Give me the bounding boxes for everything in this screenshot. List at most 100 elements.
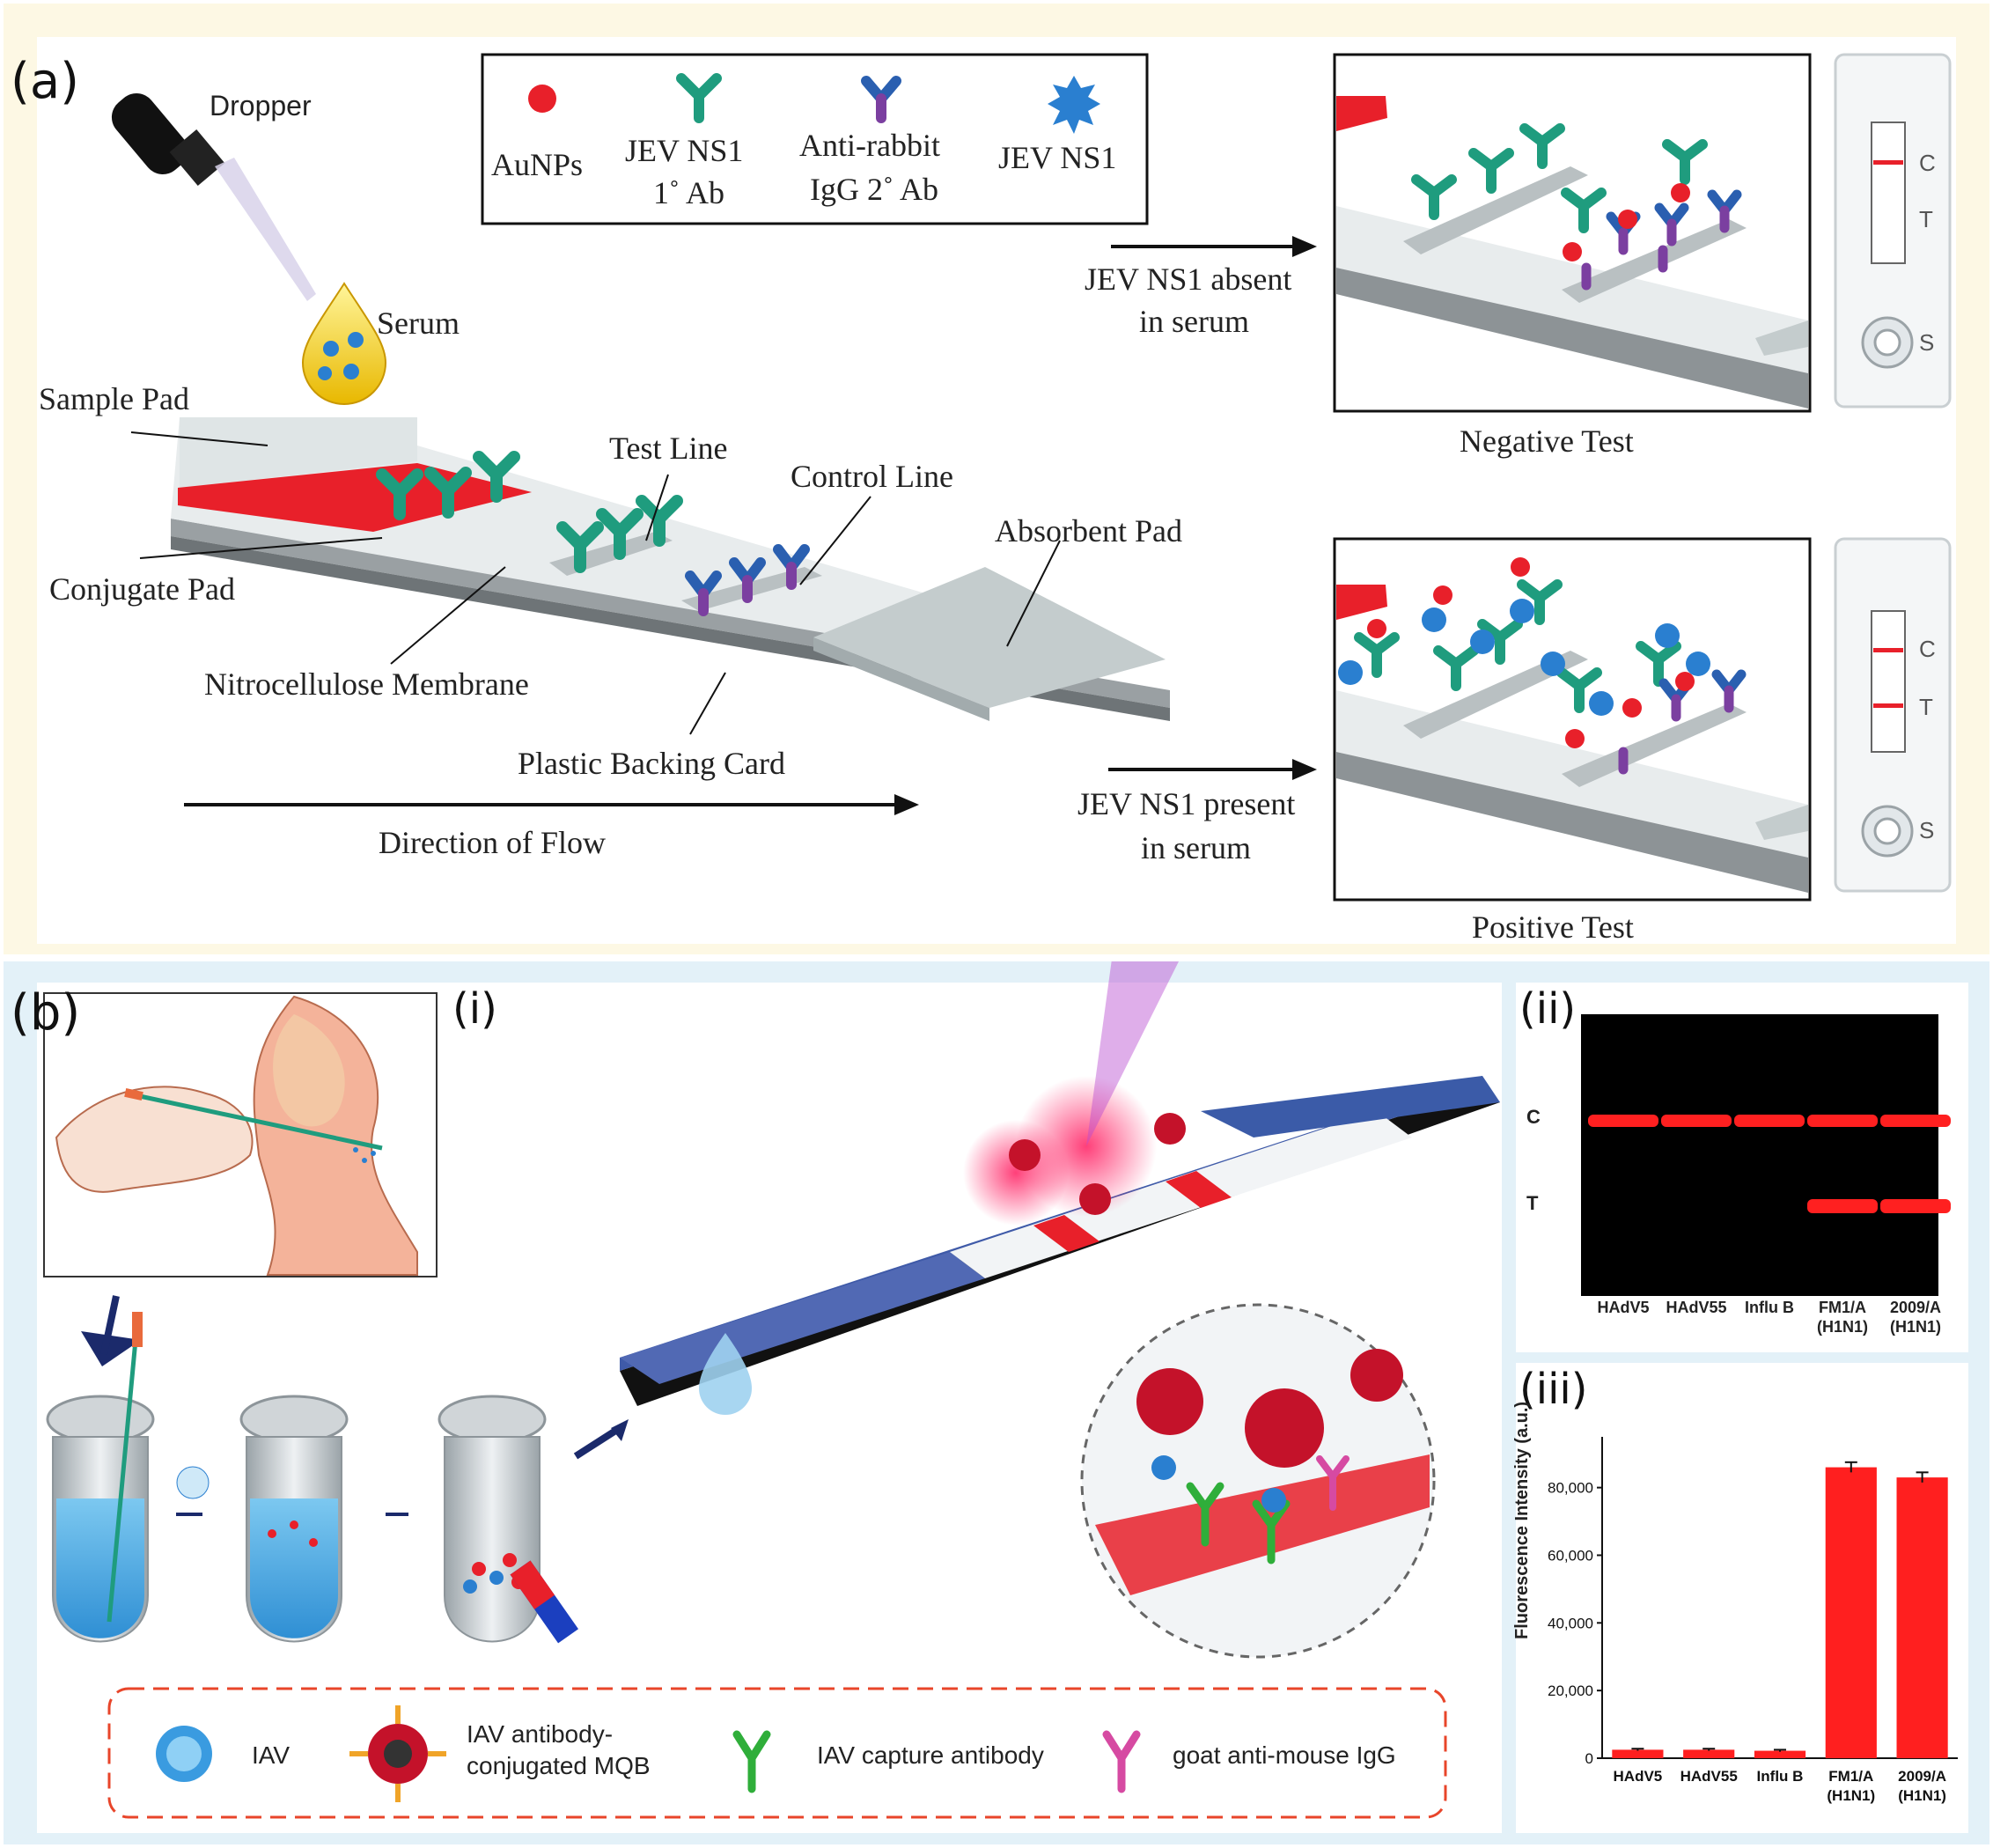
antibodies-on-strip [376,451,683,573]
gel-lane-label-line1: HAdV5 [1597,1299,1650,1316]
negative-arrow [1111,236,1317,257]
gel-lane-label-line1: FM1/A [1819,1299,1866,1316]
membrane-label: Nitrocellulose Membrane [204,666,529,702]
negative-c-label: C [1919,150,1936,176]
capture-antibody-icon [732,1730,771,1793]
flow-label: Direction of Flow [379,825,606,860]
negative-test-box [1333,53,1812,413]
chart-bar [1612,1749,1664,1758]
negative-s-label: S [1919,329,1935,356]
gel-lane-label-line2: (H1N1) [1816,1318,1868,1336]
legend-jev-ab-2: 1˚ Ab [653,175,724,210]
panel-a-tag: (a) [11,53,80,110]
conjugate-pad-label: Conjugate Pad [49,571,235,607]
sub-ii-tag: (ii) [1519,984,1577,1034]
legend-goat: goat anti-mouse IgG [1173,1741,1396,1769]
positive-arrow-label-1: JEV NS1 present [1077,786,1296,821]
gel-band-t [1880,1199,1951,1213]
sub-i-tag: (i) [452,984,497,1034]
mqb-particle-3 [1154,1113,1186,1145]
iav-legend-icon [156,1726,212,1782]
panel-b-illustration: 020,00040,00060,00080,000HAdV5HAdV55Infl… [43,961,1958,1819]
secondary-antibody-icon [861,76,901,123]
positive-caption: Positive Test [1472,909,1634,945]
legend-mqb-2: conjugated MQB [467,1752,651,1779]
sub-iii-tag: (iii) [1519,1365,1588,1414]
legend-jev-ns1: JEV NS1 [998,140,1117,175]
negative-test-antibodies [1411,123,1708,233]
legend-jev-ab-1: JEV NS1 [625,133,744,168]
serum-label: Serum [377,306,460,341]
nasal-swab-illustration [43,992,438,1277]
goat-igg-icon [1102,1730,1141,1793]
chart-x-tick-label: Influ B [1757,1768,1804,1785]
chart-y-tick-label: 40,000 [1548,1615,1593,1631]
virus-antigen-icon [1048,76,1100,134]
chart-bar [1825,1467,1877,1758]
legend-aunps: AuNPs [491,147,584,182]
negative-arrow-label-2: in serum [1139,304,1249,339]
positive-cassette [1834,537,1952,893]
chart-bar [1896,1477,1948,1758]
positive-control-antibodies [1618,669,1747,775]
chart-x-tick-label: (H1N1) [1898,1787,1946,1804]
absorbent-pad-label: Absorbent Pad [995,513,1182,549]
excitation-beam [1086,961,1179,1146]
positive-antigens [1338,599,1710,716]
negative-control-antibodies [1581,189,1742,291]
legend-anti-1: Anti-rabbit [799,128,940,163]
panel-b-legend-box [107,1687,1447,1819]
legend-anti-2: IgG 2˚ Ab [810,172,938,207]
legend-box [481,53,1149,225]
sample-tubes [46,1295,629,1644]
dropper-label: Dropper [210,90,312,121]
fluorescence-glow-2 [963,1120,1069,1226]
positive-arrow [1108,759,1317,780]
zoom-circle [1080,1303,1436,1659]
control-line-antibodies [685,544,810,616]
positive-test-antibodies [1354,579,1681,713]
chart-y-tick-label: 80,000 [1548,1480,1593,1497]
control-line-label: Control Line [791,459,953,494]
mqb-legend-icon [349,1705,446,1802]
negative-aunps [1563,183,1690,261]
positive-test-box [1333,537,1812,902]
gel-lane-label: Influ B [1731,1298,1808,1317]
sample-pad-label: Sample Pad [39,381,189,416]
negative-t-label: T [1919,206,1933,232]
positive-t-label: T [1919,694,1933,720]
chart-x-tick-label: FM1/A [1828,1768,1873,1785]
panel-b-tag: (b) [11,984,81,1042]
gel-lane-label-line2: (H1N1) [1889,1318,1941,1336]
chart-bar [1754,1750,1806,1758]
gel-band-c [1734,1115,1805,1127]
gel-lane-label-line1: Influ B [1745,1299,1794,1316]
panel-b-chart-canvas [1516,1363,1968,1833]
backing-label: Plastic Backing Card [518,746,785,781]
chart-x-tick-label: HAdV5 [1614,1768,1663,1785]
flow-arrow [184,794,919,815]
legend-iav: IAV [252,1741,290,1769]
gel-lane-label: HAdV55 [1658,1298,1735,1317]
dropper-icon [111,92,316,301]
gel-lane-label: 2009/A (H1N1) [1877,1298,1954,1336]
gel-lane-label-line1: 2009/A [1889,1299,1942,1316]
gel-lane-label-line1: HAdV55 [1666,1299,1727,1316]
gel-bands [1588,1115,1951,1213]
chart-y-tick-label: 60,000 [1548,1547,1593,1564]
positive-aunps [1367,557,1695,748]
gel-c-label: C [1526,1106,1541,1128]
chart-y-tick-label: 20,000 [1548,1682,1593,1699]
positive-c-label: C [1919,636,1936,662]
aunp-icon [528,85,556,113]
legend-mqb-1: IAV antibody- [467,1720,614,1748]
serum-drop-icon [301,282,387,405]
positive-arrow-label-2: in serum [1141,830,1251,865]
mqb-particle [1009,1139,1041,1171]
gel-band-c [1880,1115,1951,1127]
mqb-particle-2 [1079,1183,1111,1215]
gel-band-c [1588,1115,1658,1127]
gel-lane-label: HAdV5 [1585,1298,1662,1317]
sample-drop-icon [699,1333,752,1415]
